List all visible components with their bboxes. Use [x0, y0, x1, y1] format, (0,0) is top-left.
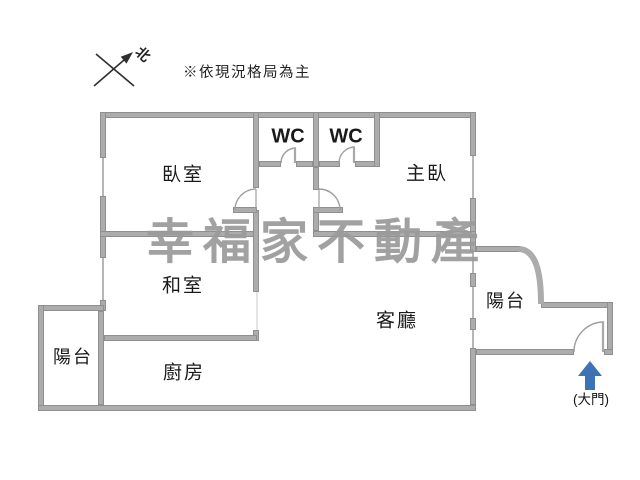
wall-wc1-bottom-b: [296, 161, 313, 167]
wall-hall-east-upper: [313, 167, 319, 190]
wall-right-3: [470, 273, 476, 287]
room-label-tatami: 和室: [161, 275, 205, 297]
disclaimer-note: ※依現況格局為主: [183, 65, 311, 81]
wall-right-1: [470, 112, 476, 156]
agency-watermark: 幸福家不動產: [145, 216, 489, 269]
wall-wc1-bottom-a: [259, 161, 281, 167]
wall-left-upper: [100, 112, 106, 158]
wall-master-living-divider: [313, 231, 476, 237]
room-label-wc2: WC: [329, 125, 363, 148]
entry-arrow-icon: [578, 361, 602, 390]
door-arc-wc1: [280, 147, 297, 164]
wall-hall-south-stub-right: [313, 207, 343, 213]
room-label-wc1: WC: [271, 125, 305, 148]
door-arc-entry: [573, 321, 605, 353]
compass-icon: 北: [93, 43, 154, 87]
room-label-bedroom: 臥室: [161, 164, 205, 186]
wall-wc2-bottom-a: [319, 161, 340, 167]
wall-tatami-kitchen-divider: [104, 335, 257, 341]
wall-right-5: [470, 348, 476, 405]
room-label-master: 主臥: [405, 163, 449, 185]
curved-wall-balcony: [518, 246, 544, 305]
wall-entry-stub: [604, 349, 613, 355]
room-label-living: 客廳: [375, 310, 419, 332]
room-label-balcony-left: 陽台: [53, 347, 93, 367]
door-arc-wc2: [338, 146, 356, 164]
door-arc-master: [318, 188, 341, 211]
entrance-label: (大門): [573, 392, 609, 407]
wall-balcony-left-inner: [98, 311, 104, 405]
wall-wc2-right: [374, 112, 380, 167]
wall-left-mid: [100, 196, 106, 258]
compass-north-label: 北: [132, 43, 153, 64]
wall-right-2: [470, 198, 476, 252]
room-label-balcony-right: 陽台: [486, 291, 526, 311]
wall-bedroom-right: [253, 112, 259, 188]
wall-wc-divider: [313, 112, 319, 167]
door-arc-bedroom: [234, 188, 257, 211]
wall-bedroom-tatami-divider: [100, 231, 254, 237]
wall-bottom: [38, 405, 476, 411]
wall-right-4: [470, 318, 476, 330]
room-label-kitchen: 廚房: [162, 362, 206, 384]
